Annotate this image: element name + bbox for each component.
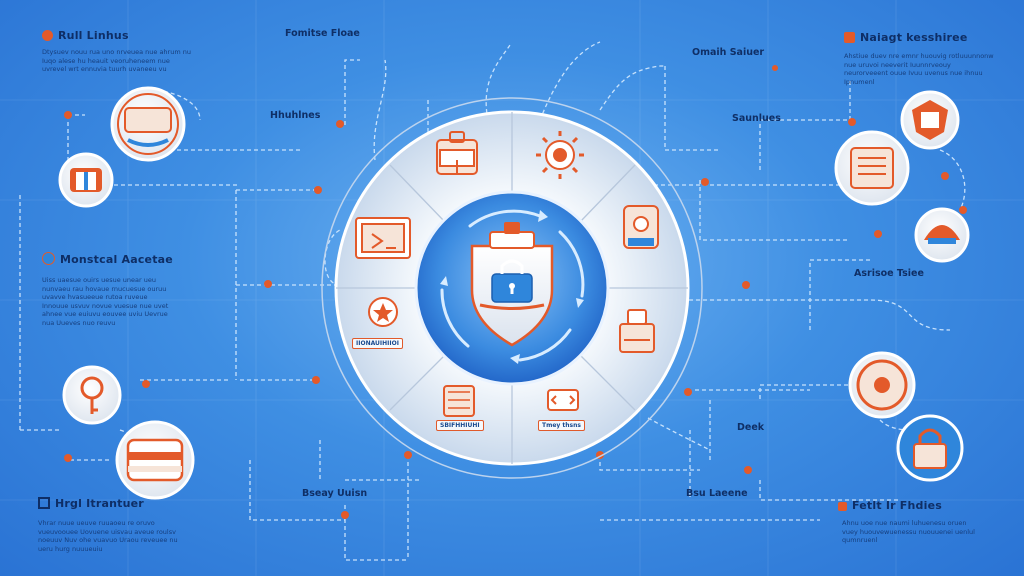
panel-text-bottom-right: Ahnu uoe nue naumi luhuenesu oruen vuey …: [842, 519, 975, 544]
globe-icon: [42, 252, 55, 265]
ring-tag-bottom-left: SBIFHHIUHI: [436, 420, 484, 431]
ring-tag-left: IIONAUIHIIOI: [352, 338, 403, 349]
panel-title-top-left: Rull Linhus: [42, 29, 129, 42]
panel-title-mid-left: Monstcal Aacetae: [42, 252, 173, 266]
compass-icon: [848, 351, 916, 419]
label-fomitse: Fomitse Floae: [285, 28, 360, 39]
info-icon: [42, 30, 53, 41]
label-asrisoe: Asrisoe Tsiee: [854, 268, 924, 279]
panel-text-bottom-left: Vhrar nuue ueuve ruuaoeu re oruvo vueuvo…: [38, 519, 178, 553]
helmet-icon: [914, 207, 970, 263]
id-card-icon: [623, 205, 659, 249]
document-icon: [834, 130, 910, 206]
server-icon: [115, 420, 195, 500]
label-hhuhines: Hhuhlnes: [270, 110, 321, 121]
printer-icon: [58, 152, 114, 208]
panel-text-mid-left: Uiss uaesue ouirs uesue unear ueu nunvae…: [42, 276, 169, 327]
briefcase-icon: [436, 131, 478, 175]
panel-title-bottom-right: Fetlt Ir Fhdies: [838, 499, 942, 512]
label-bsu: Bsu Laeene: [686, 488, 748, 499]
label-saunes: Saunlues: [732, 113, 781, 124]
panel-text-top-left: Dtysuev nouu rua uno nrveuea nue ahrum n…: [42, 48, 191, 73]
chip-icon: [619, 309, 655, 353]
shield-lock-icon: [470, 222, 554, 347]
label-bseay: Bseay Uuisn: [302, 488, 368, 499]
flag-icon: [838, 502, 847, 511]
ring-tag-bottom-right: Tmey thsns: [538, 420, 585, 431]
rating-icon: [368, 297, 398, 327]
badge-icon: [900, 90, 960, 150]
label-omaih: Omaih Saiuer: [692, 47, 765, 58]
panel-title-top-right: Naiagt kesshiree: [844, 31, 968, 44]
grid-icon: [38, 497, 50, 509]
padlock-icon: [896, 414, 964, 482]
tag-icon: [844, 32, 855, 43]
panel-text-top-right: Ahstiue duev nre emnr huouvig rotluuunno…: [844, 52, 994, 86]
archive-icon: [443, 385, 475, 417]
panel-title-bottom-left: Hrgl Itrantuer: [38, 497, 144, 510]
label-deek: Deek: [737, 422, 765, 433]
connector-dots: [64, 65, 967, 519]
terminal-icon: [355, 217, 411, 259]
toolbox-icon: [110, 86, 186, 162]
gear-icon: [536, 131, 584, 179]
code-icon: [547, 389, 579, 411]
key-icon: [62, 365, 122, 425]
